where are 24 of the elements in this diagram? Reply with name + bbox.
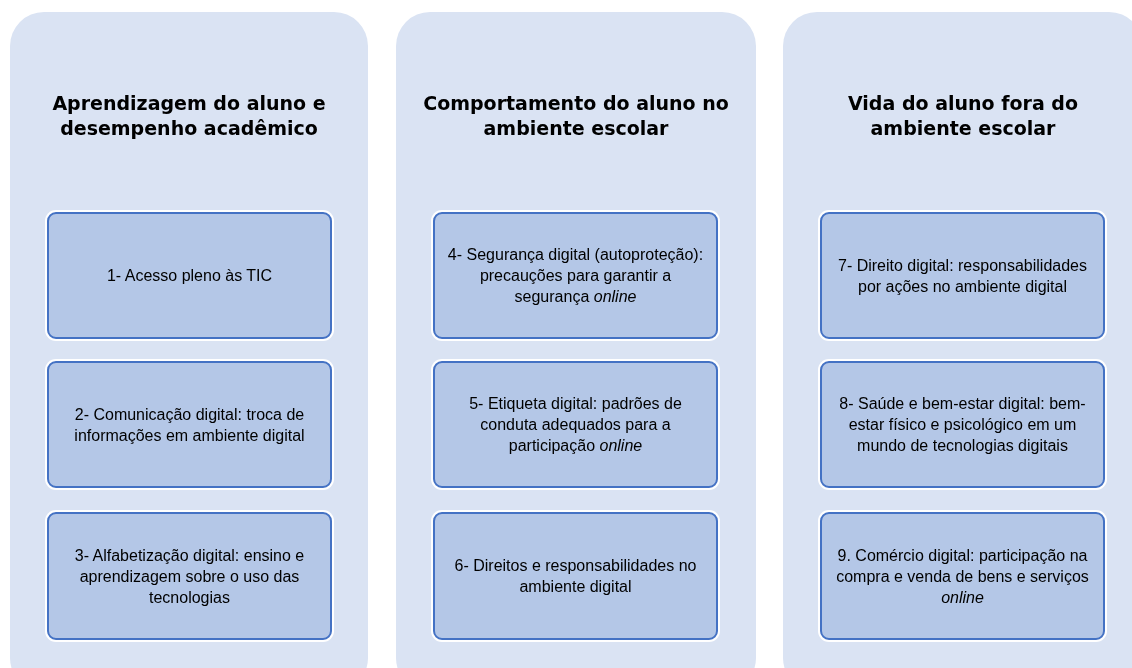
item-card: [433, 512, 718, 640]
item-card: [820, 212, 1105, 339]
item-text: 5- Etiqueta digital: padrões de conduta adequados para a participação online: [468, 394, 683, 456]
item-card: [820, 361, 1105, 488]
item-text: 1- Acesso pleno às TIC: [106, 266, 273, 286]
item-card: [433, 212, 718, 339]
column-panel: [396, 12, 756, 668]
item-text: 7- Direito digital: responsabilidades por ações no ambiente digital: [837, 255, 1088, 297]
item-card: [47, 212, 332, 339]
item-card: [47, 361, 332, 488]
item-text: 9. Comércio digital: participação na compra e venda de bens e serviços online: [835, 545, 1090, 608]
column-panel: [10, 12, 368, 668]
item-text: 2- Comunicação digital: troca de informações em ambiente digital: [73, 404, 306, 446]
column-heading: Comportamento do aluno no ambiente escolar: [422, 91, 730, 141]
item-text: 4- Segurança digital (autoproteção): precauções para garantir a segurança online: [446, 245, 705, 307]
item-text: 8- Saúde e bem-estar digital: bem-estar físico e psicológico em um mundo de tecnologias digitais: [838, 394, 1087, 456]
column-panel: [783, 12, 1132, 668]
item-card: [433, 361, 718, 488]
item-text: 3- Alfabetização digital: ensino e aprendizagem sobre o uso das tecnologias: [73, 545, 306, 608]
column-heading: Aprendizagem do aluno e desempenho acadêmico: [51, 91, 327, 141]
item-text: 6- Direitos e responsabilidades no ambiente digital: [453, 556, 698, 597]
item-card: [820, 512, 1105, 640]
column-heading: Vida do aluno fora do ambiente escolar: [847, 91, 1079, 141]
item-card: [47, 512, 332, 640]
